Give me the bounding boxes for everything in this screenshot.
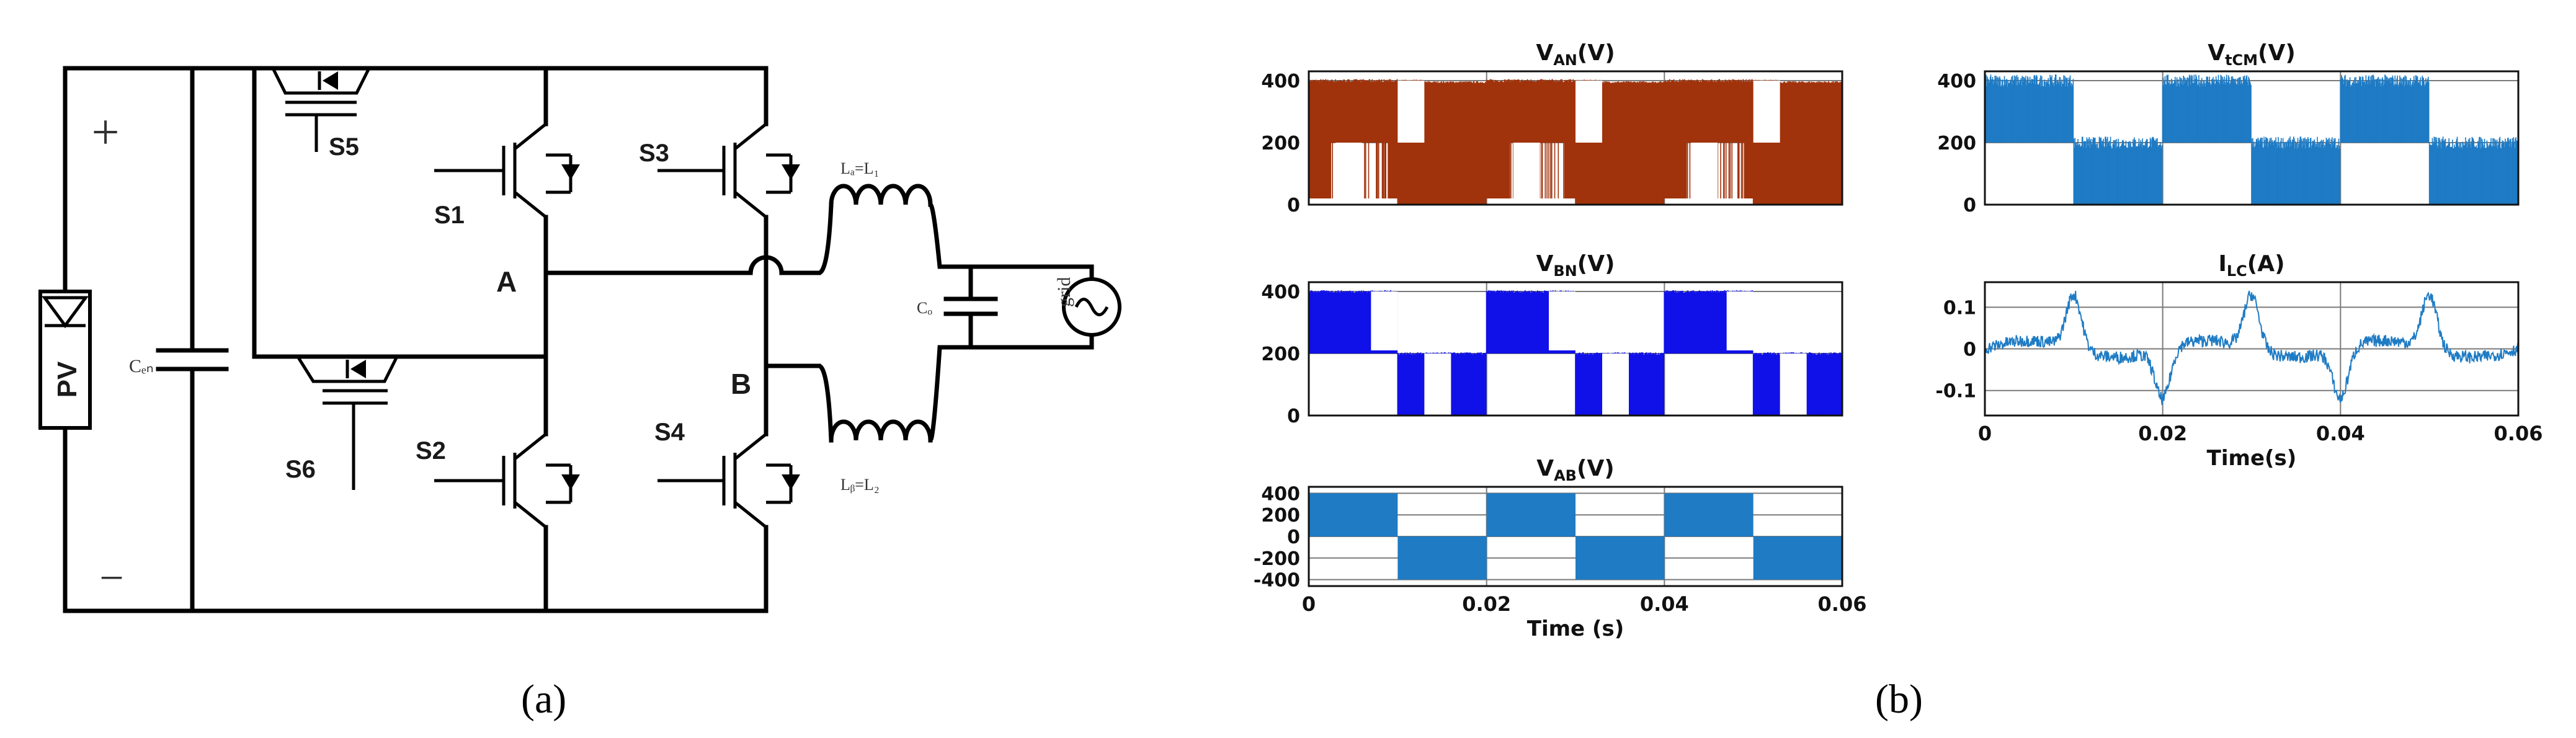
ilc-series	[1984, 290, 2519, 406]
vab-ytick: 200	[1261, 505, 1300, 527]
grid-label: grid	[1054, 277, 1074, 307]
vab-xlabel: Time (s)	[1527, 616, 1624, 641]
ilc-ytick: -0.1	[1935, 381, 1976, 402]
vbn-gap	[1424, 353, 1451, 416]
inductor-top: Lₐ=L₁	[829, 159, 933, 207]
pv-label: PV	[52, 361, 82, 398]
s2-label: S2	[416, 437, 446, 465]
vab-ytick: -200	[1254, 548, 1300, 570]
vab-frame	[1308, 486, 1843, 587]
vab-xtick: 0.02	[1462, 592, 1511, 616]
ilc-xtick: 0.04	[2316, 422, 2365, 445]
vbn-title: VBN(V)	[1536, 251, 1615, 280]
vbn-ytick: 400	[1261, 282, 1300, 303]
vbn-gap	[1602, 353, 1629, 416]
l-top-label: Lₐ=L₁	[840, 159, 880, 177]
van-gap	[1335, 143, 1362, 205]
van-ytick: 0	[1287, 195, 1300, 216]
switch-s6: S6	[285, 355, 399, 490]
cdc-label: Cₑₙ	[129, 356, 154, 376]
ilc-line	[1984, 290, 2519, 406]
vbn-ytick: 200	[1261, 344, 1300, 365]
s3-label: S3	[639, 140, 669, 167]
vbn-gap	[1780, 353, 1807, 416]
cdc-capacitor: Cₑₙ	[129, 66, 229, 613]
vtcm-ytick: 400	[1937, 71, 1976, 92]
van-title: VAN(V)	[1536, 40, 1615, 69]
s6-label: S6	[285, 456, 316, 483]
switch-s5: S5	[252, 66, 371, 161]
van-gap	[1753, 81, 1780, 143]
plus-sign: +	[91, 105, 119, 160]
vab-block	[1575, 536, 1665, 580]
caption-b: (b)	[1875, 677, 1923, 722]
van-gap	[1691, 143, 1718, 205]
s5-label: S5	[329, 133, 359, 161]
waveform-charts: 0200400VAN(V)0200400VtCM(V)0200400VBN(V)…	[1254, 40, 2543, 641]
vab-title: VAB(V)	[1536, 456, 1615, 484]
switch-s2: S2	[416, 433, 580, 528]
vbn-gap	[1549, 291, 1575, 350]
vtcm-ytick: 0	[1963, 195, 1976, 216]
s1-label: S1	[434, 202, 465, 229]
switch-s1: S1	[434, 123, 580, 229]
vbn-gap	[1371, 291, 1398, 350]
vab-block	[1397, 536, 1487, 580]
inductor-bottom: Lᵦ=L₂	[829, 419, 933, 494]
van-gap	[1513, 143, 1540, 205]
vtcm-ytick: 200	[1937, 133, 1976, 154]
vab-block	[1664, 493, 1754, 536]
van-frame	[1308, 70, 1843, 206]
co-capacitor: Cₒ	[917, 264, 998, 350]
vab-ytick: 0	[1287, 527, 1300, 548]
vab-block	[1753, 536, 1842, 580]
ilc-xtick: 0.06	[2494, 422, 2543, 445]
ilc-ytick: 0.1	[1943, 297, 1976, 319]
ilc-xtick: 0	[1978, 422, 1992, 445]
co-label: Cₒ	[917, 299, 932, 317]
vtcm-title: VtCM(V)	[2208, 40, 2296, 69]
switch-s4: S4	[654, 419, 800, 528]
vbn-ytick: 0	[1287, 406, 1300, 427]
circuit-panel: PV + − Cₑₙ S5	[0, 0, 1228, 738]
pv-source: PV	[38, 66, 92, 613]
vab-xtick: 0.04	[1640, 592, 1689, 616]
minus-sign: −	[99, 554, 123, 602]
vbn-gap	[1726, 291, 1754, 350]
van-gap	[1575, 81, 1602, 143]
l-bottom-label: Lᵦ=L₂	[840, 476, 880, 494]
ilc-xtick: 0.02	[2138, 422, 2187, 445]
vab-ytick: -400	[1254, 570, 1300, 592]
caption-a: (a)	[521, 677, 567, 722]
s4-label: S4	[654, 419, 685, 446]
vab-ytick: 400	[1261, 483, 1300, 505]
vbn-frame	[1308, 281, 1843, 417]
van-ytick: 400	[1261, 71, 1300, 92]
vab-xtick: 0	[1302, 592, 1316, 616]
vtcm-frame	[1984, 70, 2520, 206]
ilc-frame	[1984, 281, 2520, 417]
ilc-xlabel: Time(s)	[2207, 446, 2297, 471]
vab-block	[1309, 493, 1398, 536]
node-b-label: B	[731, 368, 751, 400]
vab-series	[1309, 493, 1842, 580]
vtcm-series	[1984, 74, 2518, 205]
ilc-ytick: 0	[1963, 339, 1976, 361]
ilc-title: ILC(A)	[2218, 251, 2284, 280]
van-gap	[1397, 81, 1425, 143]
vab-block	[1486, 493, 1575, 536]
switch-s3: S3	[639, 123, 800, 218]
circuit-diagram: PV + − Cₑₙ S5	[38, 66, 1121, 613]
van-ytick: 200	[1261, 133, 1300, 154]
vab-xtick: 0.06	[1818, 592, 1867, 616]
grid-source: grid	[1054, 264, 1121, 350]
node-a-label: A	[496, 265, 517, 298]
